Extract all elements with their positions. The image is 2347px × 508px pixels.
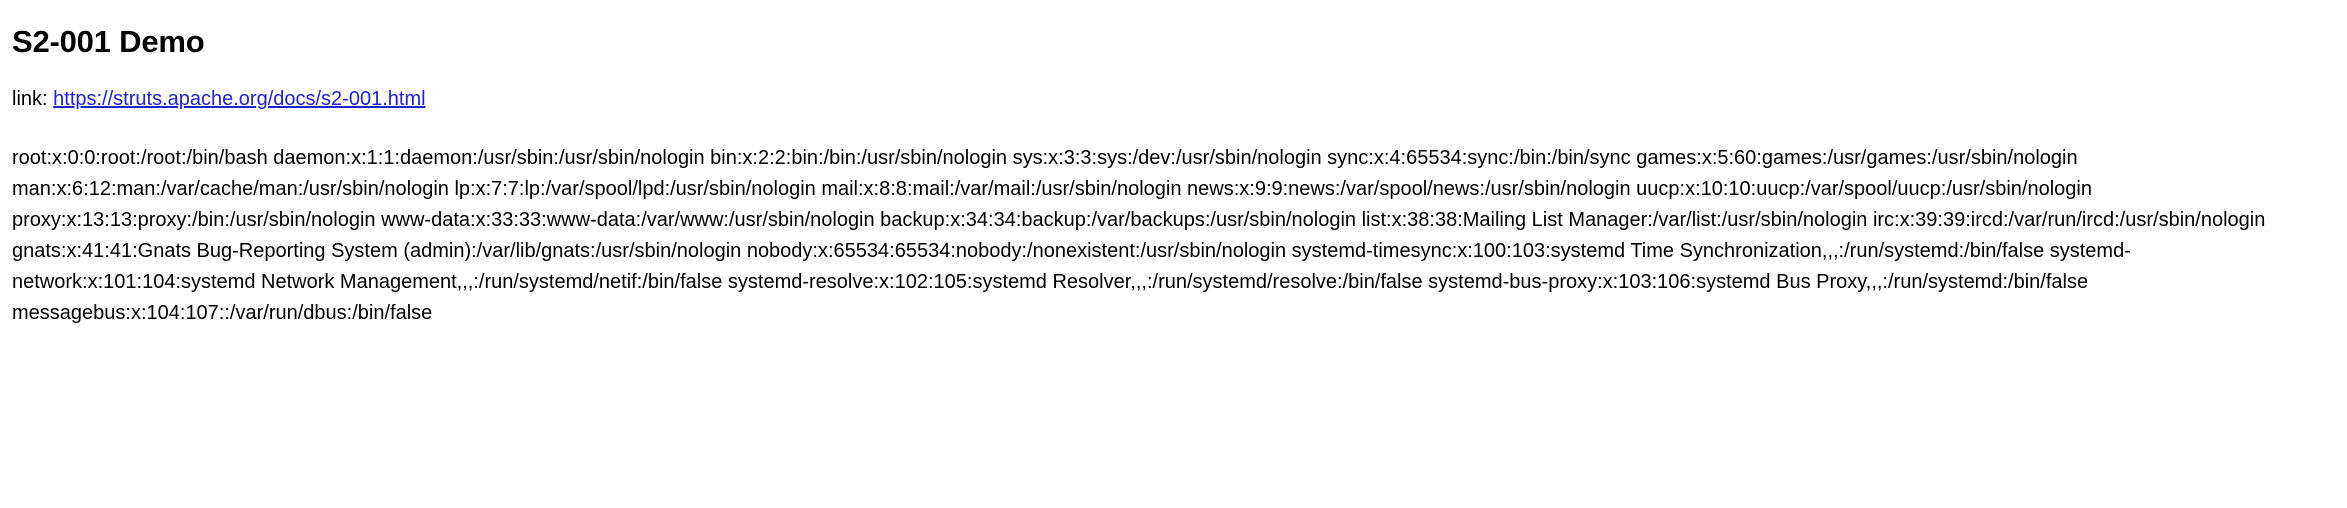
link-label: link:: [12, 87, 48, 110]
struts-docs-link[interactable]: https://struts.apache.org/docs/s2-001.ht…: [53, 87, 426, 110]
link-line: link: https://struts.apache.org/docs/s2-…: [12, 86, 2325, 113]
page-title: S2-001 Demo: [12, 24, 205, 59]
passwd-file-output: root:x:0:0:root:/root:/bin/bash daemon:x…: [12, 146, 2266, 324]
page-container: S2-001 Demo link: https://struts.apache.…: [12, 24, 2325, 324]
